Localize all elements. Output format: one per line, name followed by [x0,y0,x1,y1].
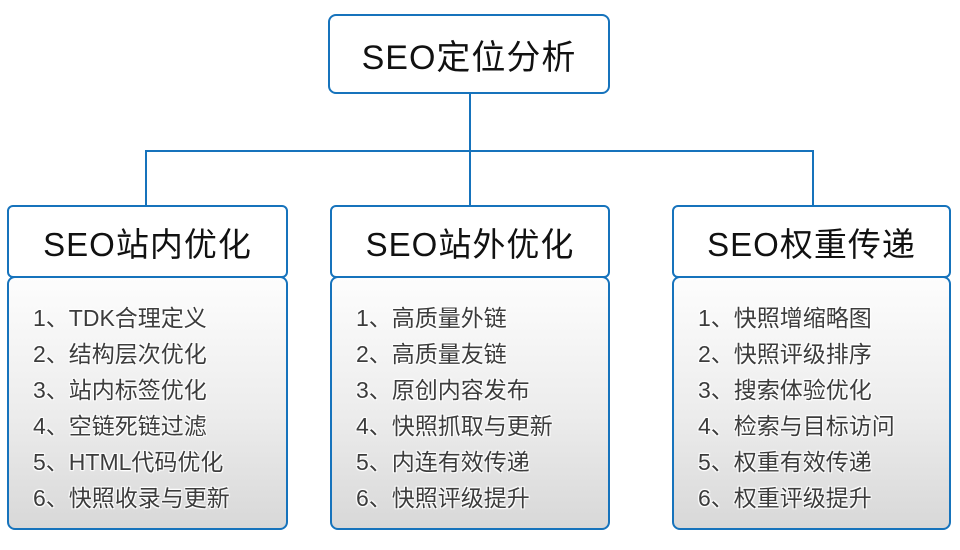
connector-branch-bar [145,150,814,152]
branch-item: 1、TDK合理定义 [33,305,207,331]
branch-column-onsite: SEO站内优化 1、TDK合理定义 2、结构层次优化 3、站内标签优化 4、空链… [7,205,288,530]
branch-item: 5、权重有效传递 [698,449,872,475]
branch-item: 2、结构层次优化 [33,341,207,367]
branch-item: 2、高质量友链 [356,341,507,367]
branch-header-weight: SEO权重传递 [672,205,951,278]
branch-list-onsite: 1、TDK合理定义 2、结构层次优化 3、站内标签优化 4、空链死链过滤 5、H… [7,276,288,530]
branch-item: 2、快照评级排序 [698,341,872,367]
branch-header-offsite: SEO站外优化 [330,205,610,278]
connector-drop-right [812,150,814,207]
branch-item: 3、站内标签优化 [33,377,207,403]
branch-column-weight: SEO权重传递 1、快照增缩略图 2、快照评级排序 3、搜索体验优化 4、检索与… [672,205,951,530]
branch-item: 3、搜索体验优化 [698,377,872,403]
branch-item: 4、检索与目标访问 [698,413,895,439]
branch-item: 1、快照增缩略图 [698,305,872,331]
root-node: SEO定位分析 [328,14,610,94]
connector-drop-left [145,150,147,207]
branch-item: 4、空链死链过滤 [33,413,207,439]
branch-header-onsite: SEO站内优化 [7,205,288,278]
branch-column-offsite: SEO站外优化 1、高质量外链 2、高质量友链 3、原创内容发布 4、快照抓取与… [330,205,610,530]
branch-list-weight: 1、快照增缩略图 2、快照评级排序 3、搜索体验优化 4、检索与目标访问 5、权… [672,276,951,530]
connector-drop-middle [469,150,471,207]
branch-item: 1、高质量外链 [356,305,507,331]
branch-item: 5、内连有效传递 [356,449,530,475]
branch-item: 3、原创内容发布 [356,377,530,403]
connector-root-drop [469,94,471,151]
branch-item: 4、快照抓取与更新 [356,413,553,439]
branch-item: 5、HTML代码优化 [33,449,224,475]
branch-list-offsite: 1、高质量外链 2、高质量友链 3、原创内容发布 4、快照抓取与更新 5、内连有… [330,276,610,530]
branch-item: 6、快照收录与更新 [33,485,230,511]
branch-item: 6、快照评级提升 [356,485,530,511]
branch-item: 6、权重评级提升 [698,485,872,511]
